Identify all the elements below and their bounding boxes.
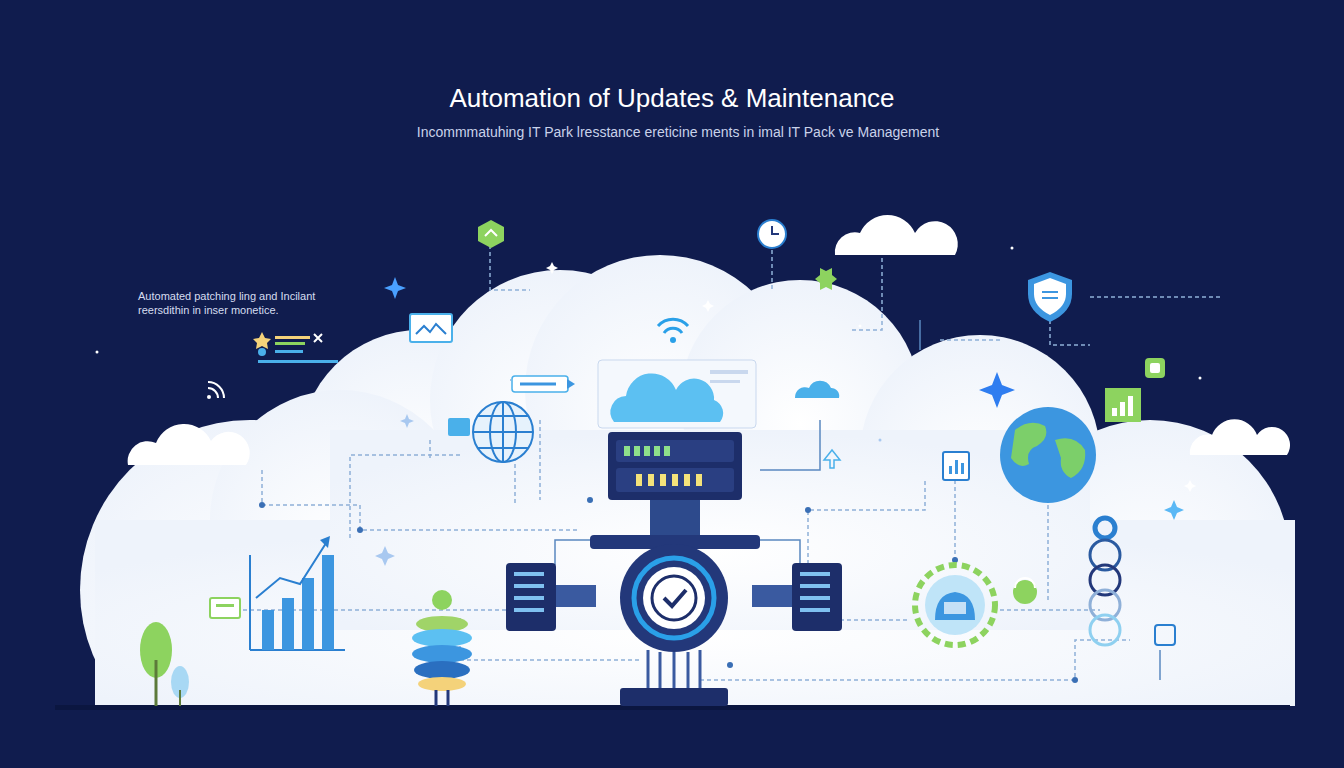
title-text: Automation of Updates & Maintenance (449, 82, 894, 115)
earth-icon (1000, 407, 1096, 503)
note-text: Automated patching ling and Incilant ree… (138, 290, 323, 318)
disc-stack (412, 590, 472, 706)
wires (215, 230, 1220, 680)
list-icon (207, 332, 338, 399)
server-tower (506, 319, 842, 706)
stars (96, 247, 1202, 567)
icons (210, 220, 1165, 618)
subtitle-text: Incommmatuhing IT Park lresstance eretic… (417, 124, 939, 142)
ring-chain (1090, 518, 1120, 645)
globe-icon (473, 402, 533, 462)
wire-dots (259, 497, 1078, 683)
bar-chart (250, 536, 345, 650)
tree (140, 622, 189, 706)
main-cloud (80, 255, 1295, 706)
small-clouds (128, 215, 1290, 465)
lines (555, 320, 1160, 680)
maintenance-icon (915, 565, 995, 645)
